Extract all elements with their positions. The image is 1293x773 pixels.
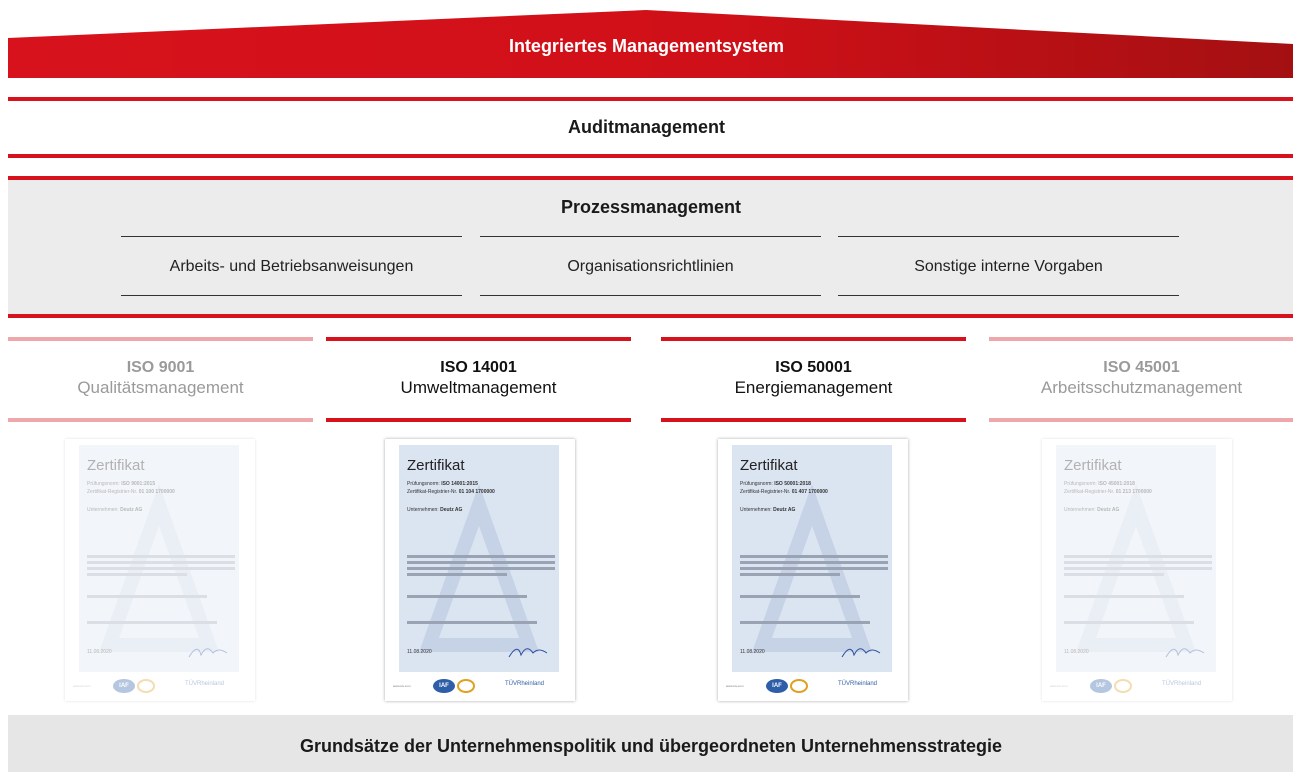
certificate-title: Zertifikat bbox=[740, 457, 798, 474]
foundation-box: Grundsätze der Unternehmenspolitik und ü… bbox=[8, 715, 1293, 772]
process-item-label: Sonstige interne Vorgaben bbox=[914, 258, 1103, 275]
certificate-iso-45001[interactable]: Zertifikat Prüfungsnorm: ISO 45001:2018 … bbox=[1042, 439, 1232, 701]
iaf-logo-icon: IAF bbox=[113, 679, 135, 693]
iaf-logo-icon: IAF bbox=[1090, 679, 1112, 693]
iso-code: ISO 50001 bbox=[775, 359, 852, 376]
process-title: Prozessmanagement bbox=[560, 197, 742, 217]
process-box: Prozessmanagement Arbeits- und Betriebsa… bbox=[8, 180, 1293, 315]
certificate-sheet: Zertifikat Prüfungsnorm: ISO 9001:2015 Z… bbox=[79, 445, 239, 672]
iso-name: Qualitätsmanagement bbox=[77, 378, 244, 397]
roof-shape bbox=[8, 10, 1293, 78]
roof-title: Integriertes Managementsystem bbox=[508, 36, 785, 56]
iso-name: Arbeitsschutzmanagement bbox=[1040, 378, 1243, 397]
certificate-title: Zertifikat bbox=[87, 457, 145, 474]
iaf-logo-icon: IAF bbox=[766, 679, 788, 693]
accreditation-logo-icon bbox=[137, 679, 155, 693]
tuv-triangle-watermark bbox=[419, 484, 539, 652]
signature-icon bbox=[508, 648, 548, 658]
iso-name: Energiemanagement bbox=[734, 378, 893, 397]
certificate-title: Zertifikat bbox=[1064, 457, 1122, 474]
tuv-logo-icon: TÜVRheinland bbox=[505, 681, 545, 687]
process-item: Organisationsrichtlinien bbox=[480, 236, 821, 296]
certificate-title: Zertifikat bbox=[407, 457, 465, 474]
process-bottom-line bbox=[8, 314, 1293, 318]
iso-code: ISO 9001 bbox=[126, 359, 195, 376]
certificate-footer: www.tuv.com IAF TÜVRheinland bbox=[73, 677, 248, 695]
certificate-footer: www.tuv.com IAF TÜVRheinland bbox=[393, 677, 568, 695]
iso-code: ISO 14001 bbox=[440, 359, 517, 376]
iso-column-14001: ISO 14001 Umweltmanagement bbox=[326, 337, 631, 422]
tuv-triangle-watermark bbox=[1076, 484, 1196, 652]
audit-title: Auditmanagement bbox=[567, 117, 726, 137]
signature-icon bbox=[841, 648, 881, 658]
iso-column-50001: ISO 50001 Energiemanagement bbox=[661, 337, 966, 422]
process-item-label: Arbeits- und Betriebsanweisungen bbox=[169, 258, 414, 275]
certificate-sheet: Zertifikat Prüfungsnorm: ISO 14001:2015 … bbox=[399, 445, 559, 672]
foundation-title: Grundsätze der Unternehmenspolitik und ü… bbox=[299, 736, 1003, 756]
iaf-logo-icon: IAF bbox=[433, 679, 455, 693]
tuv-logo-icon: TÜVRheinland bbox=[1162, 681, 1202, 687]
certificate-iso-9001[interactable]: Zertifikat Prüfungsnorm: ISO 9001:2015 Z… bbox=[65, 439, 255, 701]
tuv-logo-icon: TÜVRheinland bbox=[185, 681, 225, 687]
tuv-logo-icon: TÜVRheinland bbox=[838, 681, 878, 687]
certificate-iso-14001[interactable]: Zertifikat Prüfungsnorm: ISO 14001:2015 … bbox=[385, 439, 575, 701]
certificate-sheet: Zertifikat Prüfungsnorm: ISO 50001:2018 … bbox=[732, 445, 892, 672]
process-top-line bbox=[8, 176, 1293, 180]
process-item: Sonstige interne Vorgaben bbox=[838, 236, 1179, 296]
accreditation-logo-icon bbox=[790, 679, 808, 693]
audit-top-line bbox=[8, 97, 1293, 101]
audit-bottom-line bbox=[8, 154, 1293, 158]
signature-icon bbox=[1165, 648, 1205, 658]
certificate-footer: www.tuv.com IAF TÜVRheinland bbox=[1050, 677, 1225, 695]
tuv-triangle-watermark bbox=[99, 484, 219, 652]
iso-column-45001: ISO 45001 Arbeitsschutzmanagement bbox=[989, 337, 1293, 422]
accreditation-logo-icon bbox=[457, 679, 475, 693]
iso-code: ISO 45001 bbox=[1103, 359, 1180, 376]
process-item-label: Organisationsrichtlinien bbox=[567, 258, 734, 275]
iso-name: Umweltmanagement bbox=[400, 378, 557, 397]
certificate-sheet: Zertifikat Prüfungsnorm: ISO 45001:2018 … bbox=[1056, 445, 1216, 672]
process-item: Arbeits- und Betriebsanweisungen bbox=[121, 236, 462, 296]
tuv-triangle-watermark bbox=[752, 484, 872, 652]
signature-icon bbox=[188, 648, 228, 658]
iso-column-9001: ISO 9001 Qualitätsmanagement bbox=[8, 337, 313, 422]
accreditation-logo-icon bbox=[1114, 679, 1132, 693]
certificate-iso-50001[interactable]: Zertifikat Prüfungsnorm: ISO 50001:2018 … bbox=[718, 439, 908, 701]
certificate-footer: www.tuv.com IAF TÜVRheinland bbox=[726, 677, 901, 695]
